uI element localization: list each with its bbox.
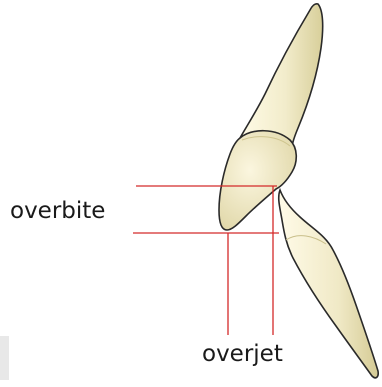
overjet-label: overjet	[202, 341, 283, 367]
edge-tab	[0, 336, 9, 380]
overbite-label: overbite	[10, 198, 105, 224]
measurement-lines	[133, 186, 279, 335]
upper-incisor	[219, 4, 323, 230]
lower-incisor	[279, 190, 378, 378]
lower-incisor-body	[279, 190, 378, 378]
